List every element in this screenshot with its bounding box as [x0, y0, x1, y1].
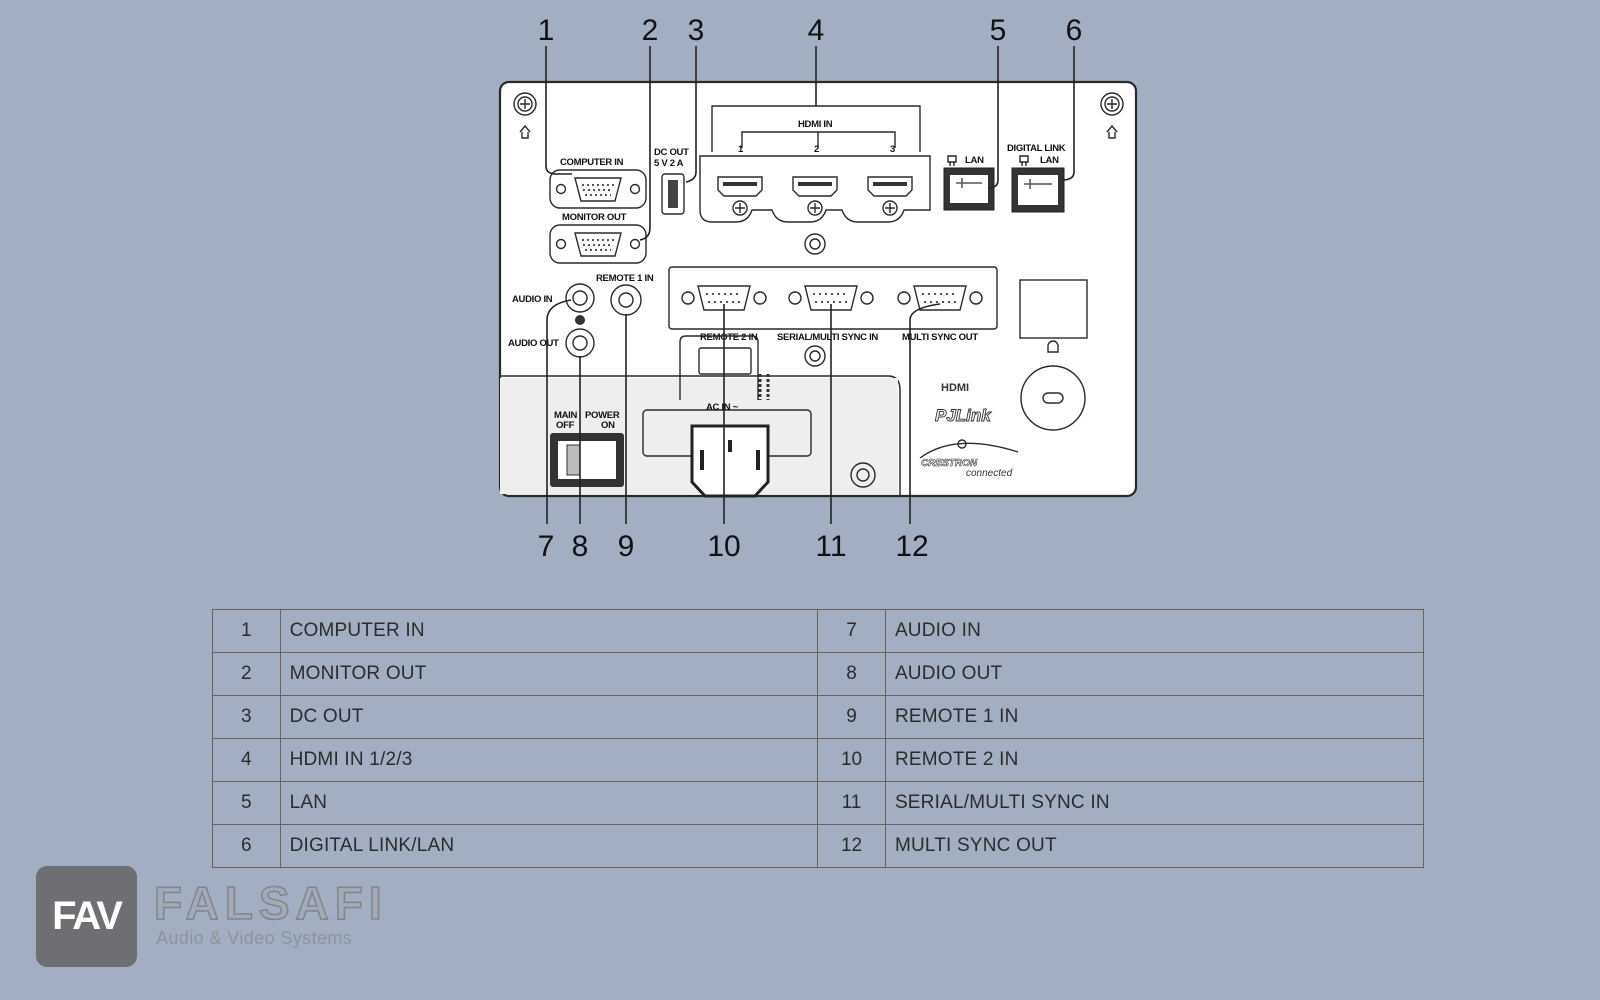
computer-in-label: COMPUTER IN — [560, 157, 624, 168]
ac-in-port: AC IN ~ — [642, 335, 876, 498]
callout-9: 9 — [618, 530, 635, 563]
right-panel-features: HDMI PJLink CRESTRON connected — [919, 279, 1088, 479]
brand-name: FALSAFI — [153, 876, 388, 930]
legend-port-name: MONITOR OUT — [279, 652, 819, 696]
main-power-switch: MAIN OFF POWER ON — [550, 410, 624, 487]
legend-port-name: SERIAL/MULTI SYNC IN — [884, 781, 1425, 825]
legend-port-name: LAN — [279, 781, 819, 825]
callout-6: 6 — [1066, 14, 1083, 47]
computer-in-port: COMPUTER IN — [549, 157, 647, 209]
digital-link-lan-port: DIGITAL LINK LAN — [1007, 143, 1066, 213]
legend-number: 2 — [212, 652, 281, 696]
callout-leader-lines — [545, 46, 1075, 524]
legend-port-name: AUDIO OUT — [884, 652, 1425, 696]
callout-5: 5 — [990, 14, 1007, 47]
legend-number: 10 — [817, 738, 886, 782]
lan-port: LAN — [943, 155, 995, 211]
callout-10: 10 — [707, 530, 740, 563]
legend-table: 1 COMPUTER IN 7 AUDIO IN 2 MONITOR OUT 8… — [212, 609, 1425, 868]
table-row: 2 MONITOR OUT 8 AUDIO OUT — [212, 652, 1425, 696]
callout-numbers: 1 2 3 4 5 6 7 8 9 10 11 12 — [538, 14, 1083, 563]
table-row: 1 COMPUTER IN 7 AUDIO IN — [212, 609, 1425, 653]
remote-1-in-label: REMOTE 1 IN — [596, 273, 654, 284]
dc-out-label-line1: DC OUT — [654, 147, 689, 158]
legend-number: 1 — [212, 609, 281, 653]
serial-multi-sync-in-label: SERIAL/MULTI SYNC IN — [777, 332, 878, 343]
legend-number: 9 — [817, 695, 886, 739]
legend-number: 6 — [212, 824, 281, 868]
projector-rear-panel-diagram: COMPUTER IN MONITOR OUT DC OUT 5 V 2 A H… — [498, 14, 1138, 563]
lan-label: LAN — [965, 155, 984, 166]
hdmi-port-2-label: 2 — [814, 144, 819, 155]
legend-port-name: REMOTE 2 IN — [884, 738, 1425, 782]
legend-port-name: AUDIO IN — [884, 609, 1425, 653]
callout-1: 1 — [538, 14, 555, 47]
callout-2: 2 — [642, 14, 659, 47]
ac-in-label: AC IN ~ — [706, 402, 739, 413]
dc-out-port: DC OUT 5 V 2 A — [654, 147, 689, 215]
legend-port-name: HDMI IN 1/2/3 — [279, 738, 819, 782]
crestron-connected-text: connected — [966, 468, 1013, 479]
audio-ports: AUDIO IN AUDIO OUT — [508, 283, 595, 358]
hdmi-port-1-label: 1 — [738, 144, 744, 155]
legend-number: 12 — [817, 824, 886, 868]
remote-2-in-label: REMOTE 2 IN — [700, 332, 758, 343]
multi-sync-out-label: MULTI SYNC OUT — [902, 332, 978, 343]
fav-logo: FAV — [36, 866, 137, 967]
legend-port-name: DIGITAL LINK/LAN — [279, 824, 819, 868]
table-row: 4 HDMI IN 1/2/3 10 REMOTE 2 IN — [212, 738, 1425, 782]
audio-in-label: AUDIO IN — [512, 294, 553, 305]
callout-8: 8 — [572, 530, 589, 563]
legend-number: 3 — [212, 695, 281, 739]
legend-port-name: COMPUTER IN — [279, 609, 819, 653]
hdmi-in-label: HDMI IN — [798, 119, 833, 130]
digital-link-label-line2: LAN — [1040, 155, 1059, 166]
hdmi-logo-text: HDMI — [941, 382, 969, 394]
legend-port-name: MULTI SYNC OUT — [884, 824, 1425, 868]
brand-tagline: Audio & Video Systems — [156, 928, 353, 948]
on-label: ON — [601, 420, 615, 431]
serial-ports-group: REMOTE 2 IN SERIAL/MULTI SYNC IN MULTI S… — [668, 266, 998, 367]
power-label: POWER — [585, 410, 620, 421]
corner-screw-icon — [513, 92, 1124, 139]
monitor-out-port: MONITOR OUT — [549, 212, 647, 264]
main-label: MAIN — [554, 410, 578, 421]
legend-port-name: DC OUT — [279, 695, 819, 739]
off-label: OFF — [556, 420, 575, 431]
callout-3: 3 — [688, 14, 705, 47]
legend-number: 4 — [212, 738, 281, 782]
callout-4: 4 — [808, 14, 825, 47]
legend-number: 7 — [817, 609, 886, 653]
table-row: 6 DIGITAL LINK/LAN 12 MULTI SYNC OUT — [212, 824, 1425, 868]
table-row: 3 DC OUT 9 REMOTE 1 IN — [212, 695, 1425, 739]
table-row: 5 LAN 11 SERIAL/MULTI SYNC IN — [212, 781, 1425, 825]
legend-number: 5 — [212, 781, 281, 825]
callout-7: 7 — [538, 530, 555, 563]
pjlink-logo-text: PJLink — [935, 406, 992, 425]
callout-11: 11 — [815, 530, 846, 563]
dc-out-label-line2: 5 V 2 A — [654, 158, 684, 169]
audio-out-label: AUDIO OUT — [508, 338, 559, 349]
monitor-out-label: MONITOR OUT — [562, 212, 627, 223]
digital-link-label-line1: DIGITAL LINK — [1007, 143, 1066, 154]
legend-number: 8 — [817, 652, 886, 696]
legend-number: 11 — [817, 781, 886, 825]
callout-12: 12 — [895, 530, 928, 563]
legend-port-name: REMOTE 1 IN — [884, 695, 1425, 739]
crestron-logo-icon: CRESTRON connected — [919, 439, 1019, 479]
hdmi-port-3-label: 3 — [890, 144, 895, 155]
crestron-logo-text: CRESTRON — [921, 458, 978, 469]
